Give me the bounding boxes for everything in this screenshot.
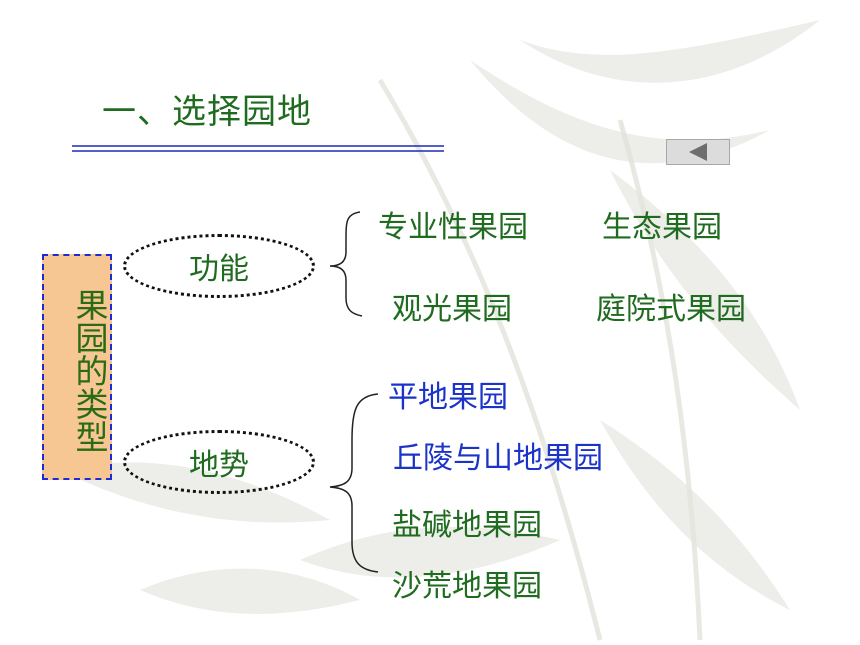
function-brace	[329, 211, 363, 317]
back-button[interactable]	[666, 139, 730, 165]
terrain-oval: 地势	[123, 430, 315, 494]
function-label: 功能	[189, 252, 249, 287]
terrain-brace	[329, 393, 379, 573]
terrain-item: 沙荒地果园	[392, 569, 542, 604]
orchard-type-label: 果园的类型	[42, 254, 112, 480]
terrain-label: 地势	[189, 448, 249, 483]
function-item: 观光果园	[392, 292, 512, 327]
function-oval: 功能	[123, 234, 315, 298]
function-item: 庭院式果园	[596, 292, 746, 327]
function-item: 生态果园	[602, 210, 722, 245]
title-underline	[72, 145, 444, 152]
terrain-item: 平地果园	[388, 380, 508, 415]
slide-title: 一、选择园地	[102, 92, 312, 132]
function-item: 专业性果园	[378, 210, 528, 245]
terrain-item: 丘陵与山地果园	[393, 441, 603, 476]
triangle-left-icon	[689, 143, 707, 161]
terrain-item: 盐碱地果园	[392, 508, 542, 543]
